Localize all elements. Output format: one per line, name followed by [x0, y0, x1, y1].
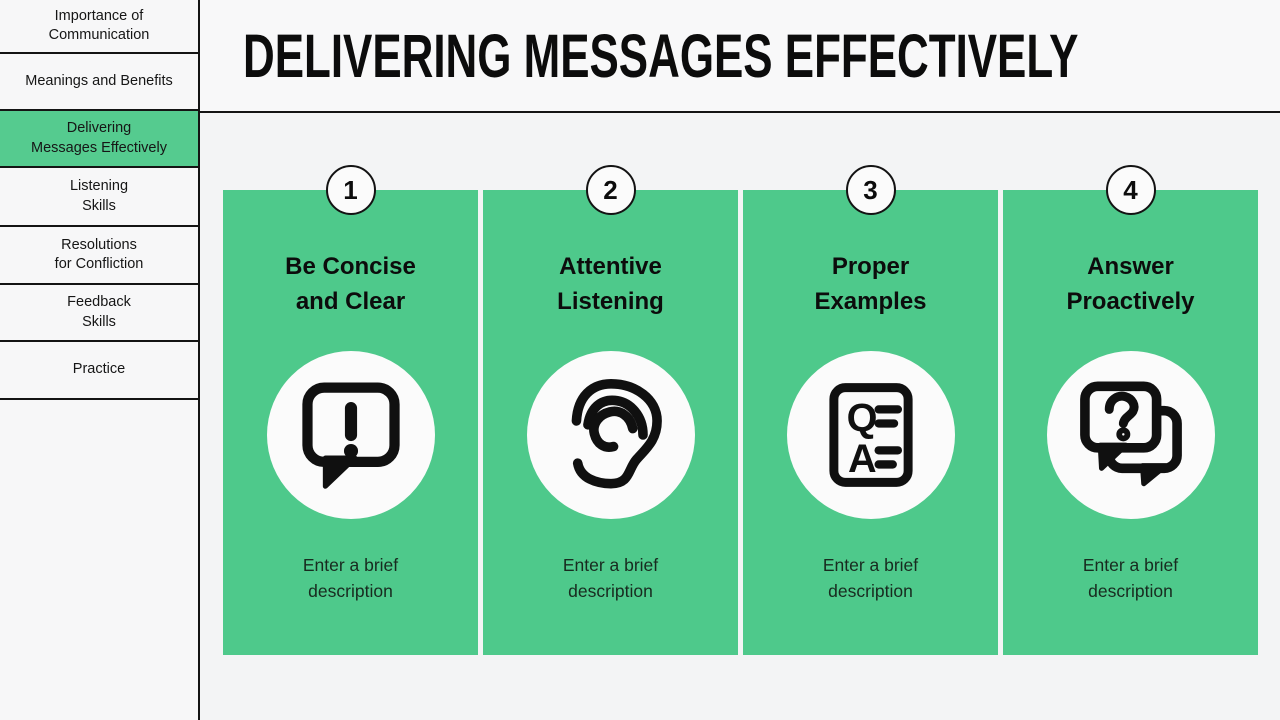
sidebar-item-meanings-and-benefits[interactable]: Meanings and Benefits [0, 54, 198, 111]
sidebar-item-label: Listening Skills [69, 178, 129, 214]
step-icon-circle [526, 351, 695, 519]
step-card-1: 1 Be Concise and Clear Enter a brief des… [223, 165, 478, 655]
speech-bubble-exclamation-icon [301, 382, 400, 489]
step-card-3: 3 Proper Examples Q A Enter a brief desc… [743, 165, 998, 655]
sidebar-item-delivering-messages-effectively[interactable]: Delivering Messages Effectively [0, 111, 198, 168]
svg-text:Q: Q [846, 396, 877, 440]
sidebar-item-feedback-skills[interactable]: Feedback Skills [0, 285, 198, 342]
sidebar-item-label: Feedback Skills [67, 294, 131, 330]
ear-icon [571, 379, 662, 489]
page-title: DELIVERING MESSAGES EFFECTIVELY [243, 21, 1079, 90]
step-number-badge: 1 [325, 165, 376, 215]
sidebar-item-listening-skills[interactable]: Listening Skills [0, 168, 198, 227]
sidebar-item-label: Delivering Messages Effectively [31, 120, 167, 156]
step-description-placeholder[interactable]: Enter a brief description [562, 555, 659, 602]
sidebar-item-label: Importance of Communication [48, 7, 150, 43]
question-answer-document-icon: Q A [828, 383, 913, 487]
sidebar-item-practice[interactable]: Practice [0, 342, 198, 400]
step-icon-circle [1046, 351, 1215, 519]
step-title: Attentive Listening [557, 253, 664, 315]
sidebar-item-label: Resolutions for Confliction [54, 236, 144, 272]
step-description-placeholder[interactable]: Enter a brief description [302, 555, 399, 602]
sidebar-item-importance-of-communication[interactable]: Importance of Communication [0, 0, 198, 54]
slide-header: DELIVERING MESSAGES EFFECTIVELY [200, 0, 1280, 113]
step-card-2: 2 Attentive Listening Enter a brief desc… [483, 165, 738, 655]
step-icon-circle [266, 351, 435, 519]
sidebar-item-label: Practice [72, 361, 126, 378]
sidebar-item-label: Meanings and Benefits [25, 72, 173, 89]
step-icon-circle: Q A [786, 351, 955, 519]
step-number-badge: 3 [845, 165, 896, 215]
step-title: Be Concise and Clear [285, 253, 416, 315]
step-description-placeholder[interactable]: Enter a brief description [1082, 555, 1179, 602]
step-card-4: 4 Answer Proactively Enter a brief descr… [1003, 165, 1258, 655]
step-number-badge: 2 [585, 165, 636, 215]
steps-row: 1 Be Concise and Clear Enter a brief des… [223, 165, 1258, 655]
chat-bubbles-question-icon [1079, 381, 1182, 487]
step-number-badge: 4 [1105, 165, 1156, 215]
svg-text:A: A [847, 437, 876, 481]
sidebar-item-resolutions-for-confliction[interactable]: Resolutions for Confliction [0, 227, 198, 285]
step-title: Answer Proactively [1066, 253, 1195, 315]
step-title: Proper Examples [814, 253, 927, 315]
step-description-placeholder[interactable]: Enter a brief description [822, 555, 919, 602]
section-nav-sidebar: Importance of Communication Meanings and… [0, 0, 200, 720]
